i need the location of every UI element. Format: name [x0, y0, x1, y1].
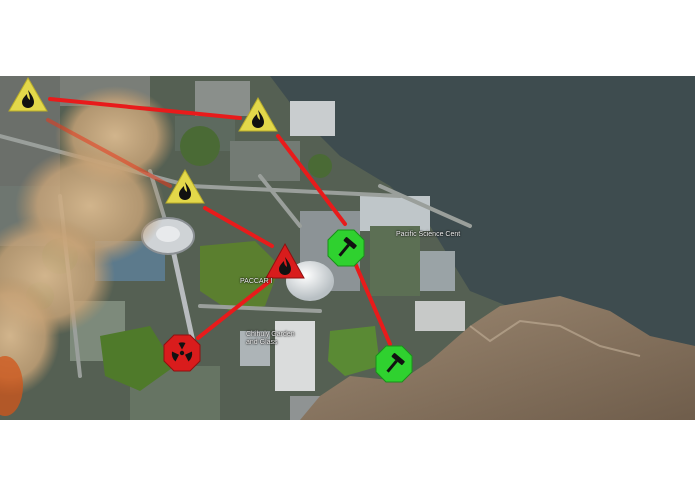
rock-cliff	[300, 296, 695, 420]
connection-lines	[46, 97, 392, 346]
marker-radiation-1[interactable]	[163, 334, 201, 372]
radiation-icon	[171, 342, 193, 362]
hammer-icon	[386, 353, 405, 373]
marker-fire-4[interactable]	[265, 242, 305, 279]
marker-hammer-1[interactable]	[327, 229, 365, 267]
flame-icon	[252, 110, 264, 128]
map-view[interactable]: Pacific Science Cent PACCAR I Chihuly Ga…	[0, 76, 695, 420]
label-pacific-science-center: Pacific Science Cent	[396, 231, 461, 238]
flame-icon	[279, 257, 291, 275]
marker-fire-2[interactable]	[238, 96, 278, 132]
label-chihuly: Chihuly Garden and Glass	[246, 331, 295, 346]
label-paccar: PACCAR I	[240, 278, 273, 285]
water-area	[270, 76, 695, 346]
marker-hammer-2[interactable]	[375, 345, 413, 383]
marker-fire-1[interactable]	[8, 76, 48, 112]
flame-icon	[179, 182, 191, 200]
hammer-icon	[338, 237, 357, 257]
flame-icon	[22, 90, 34, 108]
fire-glow	[0, 356, 23, 416]
marker-fire-3[interactable]	[165, 168, 205, 204]
